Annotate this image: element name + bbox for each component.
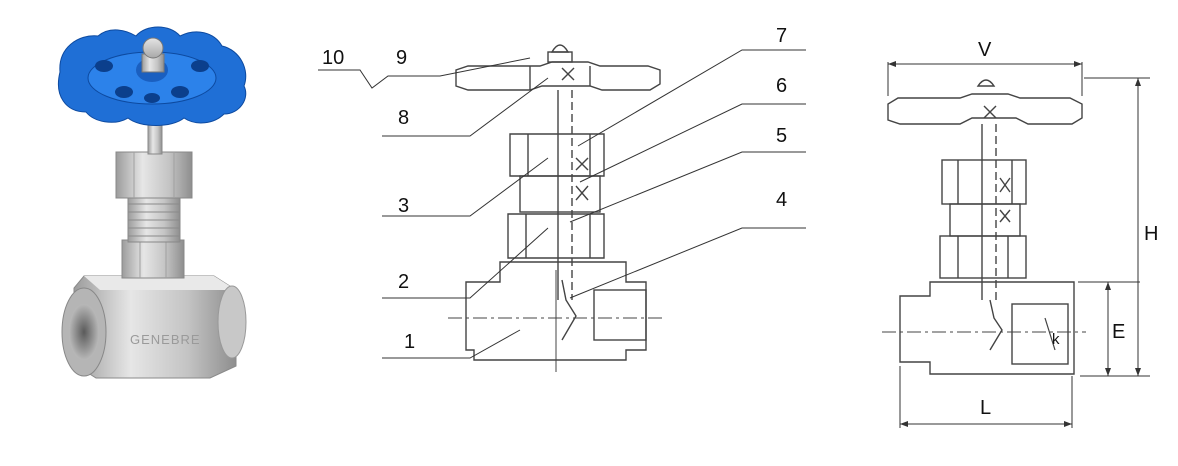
section-drawing bbox=[448, 44, 664, 372]
leader-lines bbox=[318, 49, 806, 359]
dimension-lines bbox=[887, 62, 1150, 428]
part-labels: 10 9 8 3 2 1 7 6 5 4 bbox=[322, 25, 787, 353]
dimension-labels: V H E L k bbox=[978, 39, 1158, 419]
threaded-bonnet bbox=[127, 195, 181, 243]
part-label-6: 6 bbox=[776, 75, 787, 97]
dimension-label-e: E bbox=[1112, 321, 1125, 343]
part-label-8: 8 bbox=[398, 107, 409, 129]
side-view-drawing bbox=[882, 79, 1086, 375]
part-label-10: 10 bbox=[322, 47, 344, 69]
dimension-label-v: V bbox=[978, 39, 992, 61]
valve-body: GENEBRE bbox=[61, 275, 247, 379]
part-label-4: 4 bbox=[776, 189, 787, 211]
brand-label: GENEBRE bbox=[130, 332, 201, 347]
cap-nut bbox=[141, 37, 165, 73]
blue-handwheel bbox=[58, 26, 247, 126]
part-label-9: 9 bbox=[396, 47, 407, 69]
valve-photo: GENEBRE bbox=[58, 26, 247, 379]
part-label-2: 2 bbox=[398, 271, 409, 293]
part-label-5: 5 bbox=[776, 125, 787, 147]
part-label-3: 3 bbox=[398, 195, 409, 217]
dimension-label-k: k bbox=[1052, 331, 1060, 348]
upper-hex-nut bbox=[115, 151, 193, 199]
dimension-label-h: H bbox=[1144, 223, 1158, 245]
dimension-label-l: L bbox=[980, 397, 991, 419]
part-label-7: 7 bbox=[776, 25, 787, 47]
dimension-arrows bbox=[888, 61, 1141, 427]
part-label-1: 1 bbox=[404, 331, 415, 353]
lower-hex-nut bbox=[121, 239, 185, 279]
